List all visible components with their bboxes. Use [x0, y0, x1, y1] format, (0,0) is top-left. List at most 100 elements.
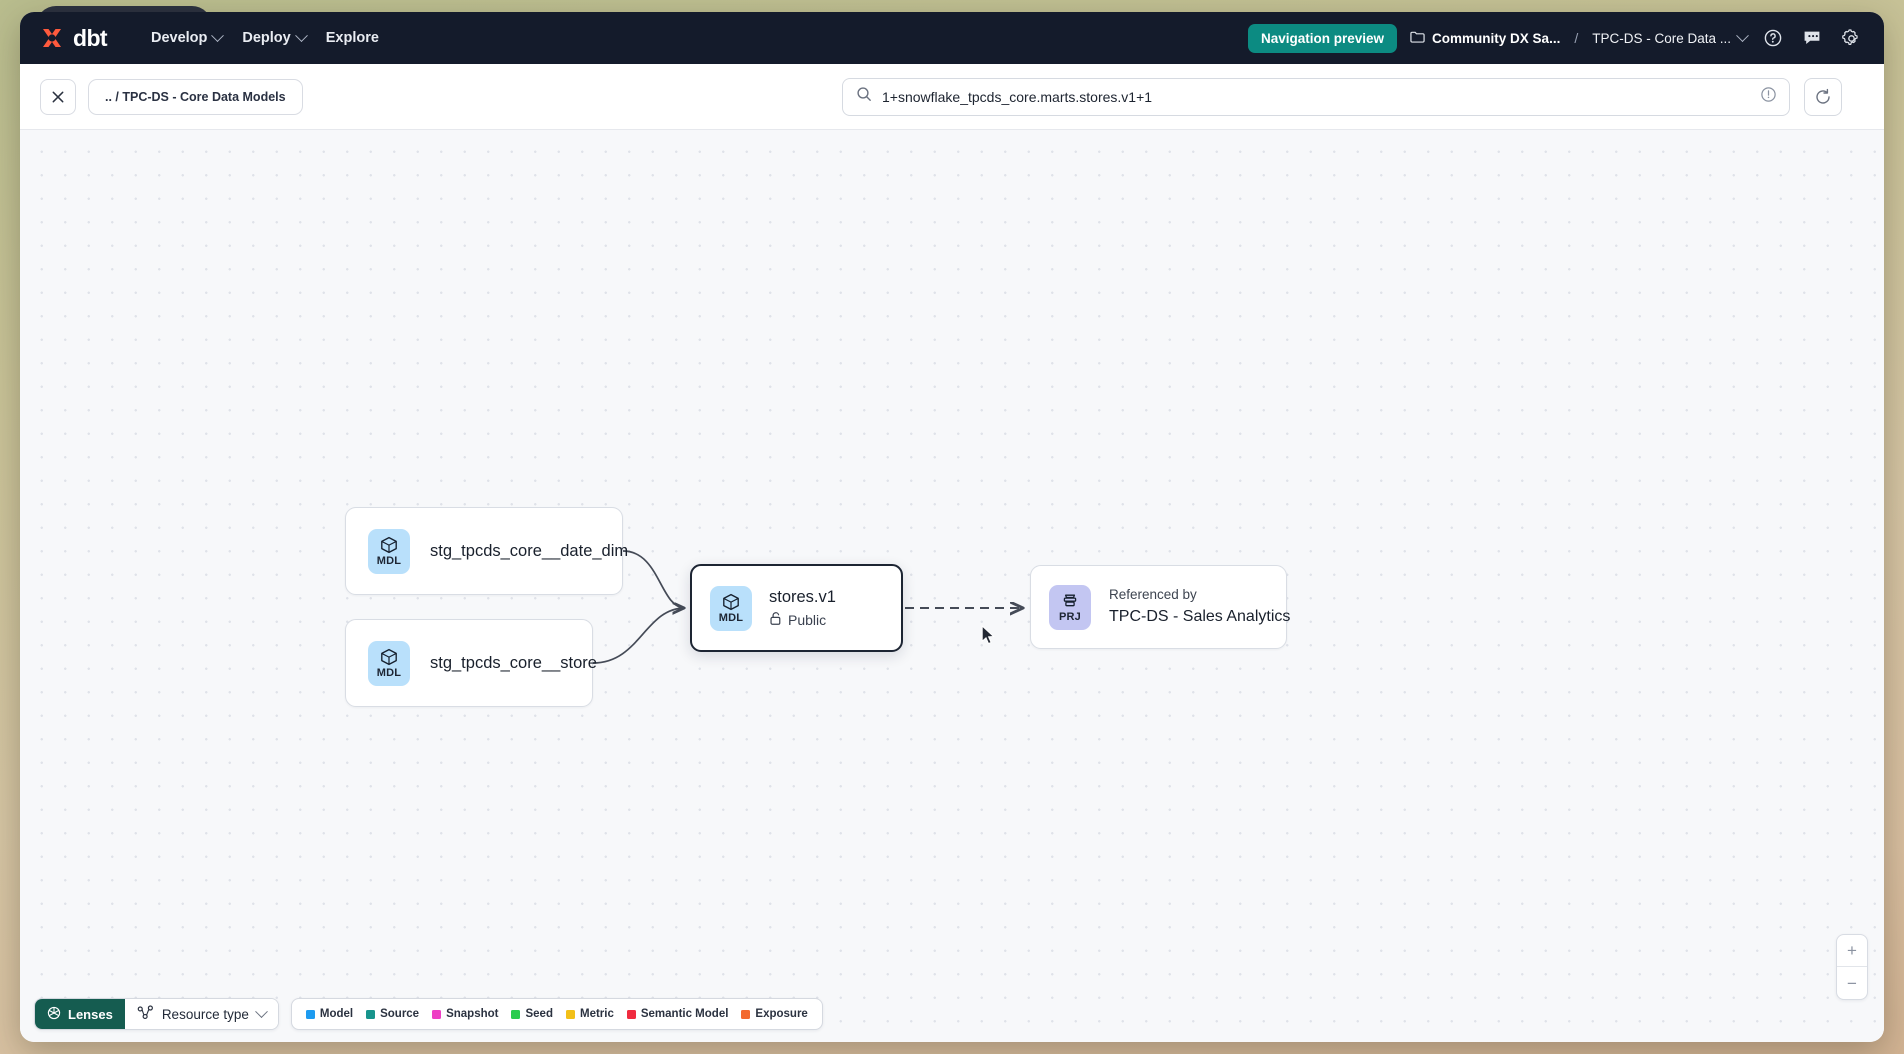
chevron-down-icon: [211, 28, 225, 42]
legend-swatch: [432, 1009, 442, 1019]
breadcrumb-path-chip[interactable]: .. / TPC-DS - Core Data Models: [88, 78, 303, 115]
info-circle-icon[interactable]: [1760, 86, 1777, 108]
dbt-logo[interactable]: dbt: [34, 24, 108, 52]
navigation-preview-badge[interactable]: Navigation preview: [1248, 23, 1398, 53]
nav-deploy-label: Deploy: [242, 30, 291, 46]
project-badge: PRJ: [1049, 584, 1091, 630]
canvas-bottom-toolbar: Lenses Resource type: [34, 998, 823, 1030]
cube-icon: [723, 593, 739, 610]
breadcrumb-project-label: TPC-DS - Core Data ...: [1592, 30, 1731, 46]
dbt-explore-window: dbt Develop Deploy Explore Navigation pr…: [20, 12, 1884, 1042]
topbar-right-cluster: Navigation preview Community DX Sa... / …: [1248, 23, 1864, 53]
legend-item-source: Source: [366, 1008, 419, 1020]
node-access: Public: [769, 611, 836, 629]
breadcrumb-account-label: Community DX Sa...: [1432, 30, 1561, 46]
legend-label: Metric: [579, 1008, 614, 1020]
lens-button-group: Lenses Resource type: [34, 998, 279, 1030]
legend-label: Semantic Model: [640, 1008, 729, 1020]
resource-type-legend: Model Source Snapshot Seed: [290, 998, 823, 1030]
legend-label: Snapshot: [446, 1008, 499, 1020]
zoom-in-button[interactable]: +: [1837, 935, 1867, 967]
legend-item-model: Model: [305, 1008, 354, 1020]
help-circle-icon[interactable]: [1760, 25, 1786, 51]
model-badge: MDL: [368, 640, 410, 686]
close-icon: [52, 91, 64, 102]
node-title: stg_tpcds_core__store: [430, 653, 597, 672]
breadcrumb-separator: /: [1574, 30, 1579, 46]
legend-label: Exposure: [755, 1008, 808, 1020]
lineage-subheader: .. / TPC-DS - Core Data Models: [20, 64, 1884, 130]
chevron-down-icon: [294, 28, 308, 42]
project-stack-icon: [1063, 594, 1077, 606]
gear-icon[interactable]: [1838, 25, 1864, 51]
node-access-label: Public: [788, 611, 827, 628]
zoom-controls: + −: [1836, 934, 1868, 1000]
badge-label: MDL: [718, 611, 744, 624]
graph-node-sales-analytics-project[interactable]: PRJ Referenced by TPC-DS - Sales Analyti…: [1030, 565, 1291, 649]
legend-swatch: [511, 1009, 521, 1019]
resource-type-dropdown[interactable]: Resource type: [124, 999, 278, 1029]
model-badge: MDL: [368, 528, 410, 574]
graph-node-stg-store[interactable]: MDL stg_tpcds_core__store: [345, 619, 597, 707]
lineage-search-box[interactable]: [842, 77, 1790, 116]
chevron-down-icon: [254, 1004, 268, 1018]
lineage-edges: [592, 550, 1884, 664]
legend-item-semantic-model: Semantic Model: [626, 1008, 729, 1020]
node-kicker: Referenced by: [1109, 586, 1197, 602]
nav-item-explore[interactable]: Explore: [316, 24, 389, 52]
legend-swatch: [305, 1009, 315, 1019]
badge-label: PRJ: [1059, 610, 1081, 623]
search-icon: [856, 86, 872, 107]
legend-label: Model: [319, 1008, 354, 1020]
lineage-canvas[interactable]: MDL stg_tpcds_core__date_dim MDL stg_tpc…: [20, 130, 1884, 1042]
nav-explore-label: Explore: [325, 30, 379, 46]
legend-item-metric: Metric: [565, 1008, 614, 1020]
search-area: [842, 77, 1842, 116]
edge-store-to-stores: [592, 608, 685, 664]
refresh-icon: [1816, 88, 1830, 104]
legend-label: Seed: [525, 1008, 553, 1020]
cube-icon: [381, 648, 397, 665]
search-input[interactable]: [882, 88, 1750, 105]
legend-item-exposure: Exposure: [741, 1008, 808, 1020]
nav-item-deploy[interactable]: Deploy: [232, 24, 315, 52]
folder-icon: [1410, 30, 1425, 47]
refresh-button[interactable]: [1804, 77, 1842, 116]
resource-type-label: Resource type: [161, 1006, 249, 1022]
lenses-button[interactable]: Lenses: [35, 999, 125, 1029]
breadcrumb-account[interactable]: Community DX Sa...: [1410, 30, 1560, 47]
dbt-logo-text: dbt: [73, 24, 108, 51]
aperture-icon: [47, 1006, 61, 1023]
node-title: stores.v1: [769, 587, 836, 606]
legend-label: Source: [380, 1008, 420, 1020]
breadcrumb-project[interactable]: TPC-DS - Core Data ...: [1592, 28, 1749, 46]
model-badge: MDL: [710, 585, 752, 631]
top-navigation-bar: dbt Develop Deploy Explore Navigation pr…: [20, 12, 1884, 64]
nav-item-develop[interactable]: Develop: [141, 24, 232, 52]
dbt-x-logo-icon: [38, 24, 66, 52]
cube-icon: [381, 536, 397, 553]
lenses-label: Lenses: [68, 1006, 113, 1022]
close-button[interactable]: [40, 78, 76, 115]
feedback-icon[interactable]: [1799, 25, 1825, 51]
badge-label: MDL: [376, 554, 402, 567]
nav-develop-label: Develop: [150, 30, 208, 46]
node-title: TPC-DS - Sales Analytics: [1109, 607, 1291, 625]
legend-swatch: [741, 1009, 751, 1019]
legend-item-seed: Seed: [511, 1008, 553, 1020]
nodes-icon: [137, 1005, 154, 1023]
legend-swatch: [565, 1009, 575, 1019]
node-text-column: stores.v1 Public: [769, 588, 836, 629]
graph-node-stg-date-dim[interactable]: MDL stg_tpcds_core__date_dim: [345, 507, 628, 595]
graph-node-stores-v1[interactable]: MDL stores.v1 Public: [690, 564, 903, 652]
edge-date-dim-to-stores: [622, 550, 685, 608]
zoom-out-button[interactable]: −: [1847, 973, 1857, 993]
legend-item-snapshot: Snapshot: [432, 1008, 498, 1020]
legend-swatch: [626, 1009, 636, 1019]
legend-swatch: [366, 1009, 376, 1019]
badge-label: MDL: [376, 666, 402, 679]
node-text-column: Referenced by TPC-DS - Sales Analytics: [1109, 586, 1291, 626]
chevron-down-icon: [1736, 28, 1749, 42]
unlock-icon: [769, 611, 782, 629]
